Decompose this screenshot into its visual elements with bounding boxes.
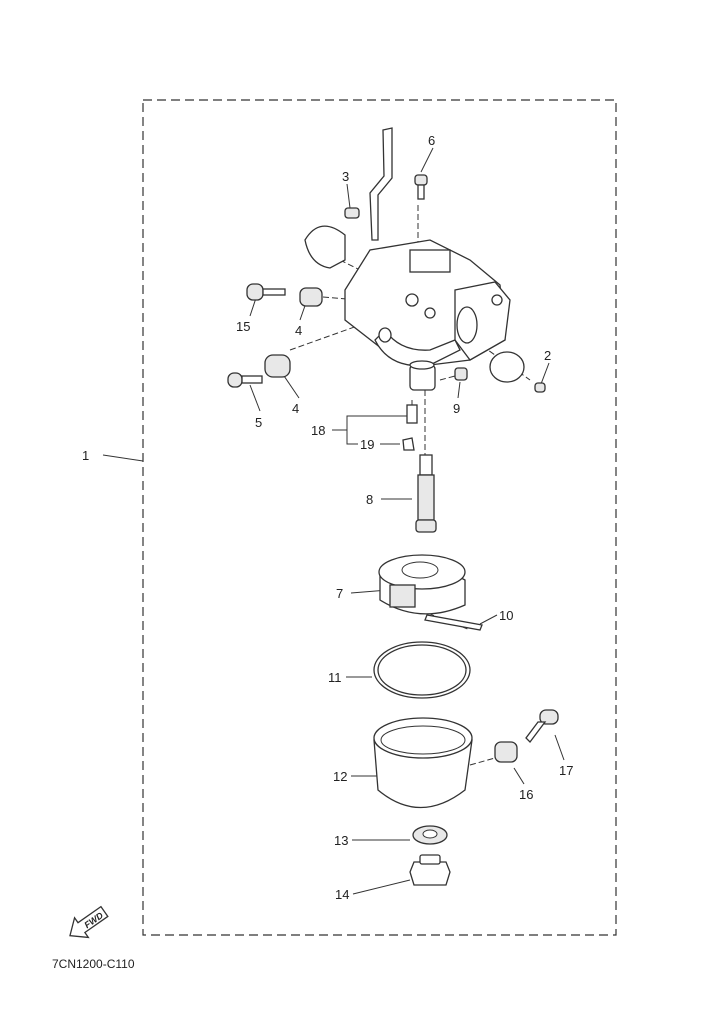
- callout-7: 7: [336, 586, 343, 601]
- callout-11: 11: [328, 670, 342, 685]
- callout-4b: 4: [292, 401, 299, 416]
- callout-13: 13: [334, 833, 348, 848]
- callout-6: 6: [428, 133, 435, 148]
- small-parts: [227, 174, 546, 533]
- callout-15: 15: [236, 319, 250, 334]
- assembly-boundary: [142, 99, 617, 936]
- callout-16: 16: [519, 787, 533, 802]
- callout-19: 19: [360, 437, 374, 452]
- carburetor-body: [304, 127, 525, 391]
- float-and-bowl: [373, 554, 559, 886]
- callout-4a: 4: [295, 323, 302, 338]
- callout-14: 14: [335, 887, 349, 902]
- fwd-arrow-icon: FWD: [69, 905, 109, 939]
- callout-10: 10: [499, 608, 513, 623]
- callout-labels: 1 2 3 4 4 5 6 7 8 9 10 11 12 13 14 15 16…: [82, 133, 573, 902]
- callout-3: 3: [342, 169, 349, 184]
- callout-9: 9: [453, 401, 460, 416]
- callout-5: 5: [255, 415, 262, 430]
- diagram-code: 7CN1200-C110: [52, 957, 135, 971]
- callout-12: 12: [333, 769, 347, 784]
- callout-1: 1: [82, 448, 89, 463]
- callout-2: 2: [544, 348, 551, 363]
- callout-18: 18: [311, 423, 325, 438]
- callout-17: 17: [559, 763, 573, 778]
- callout-8: 8: [366, 492, 373, 507]
